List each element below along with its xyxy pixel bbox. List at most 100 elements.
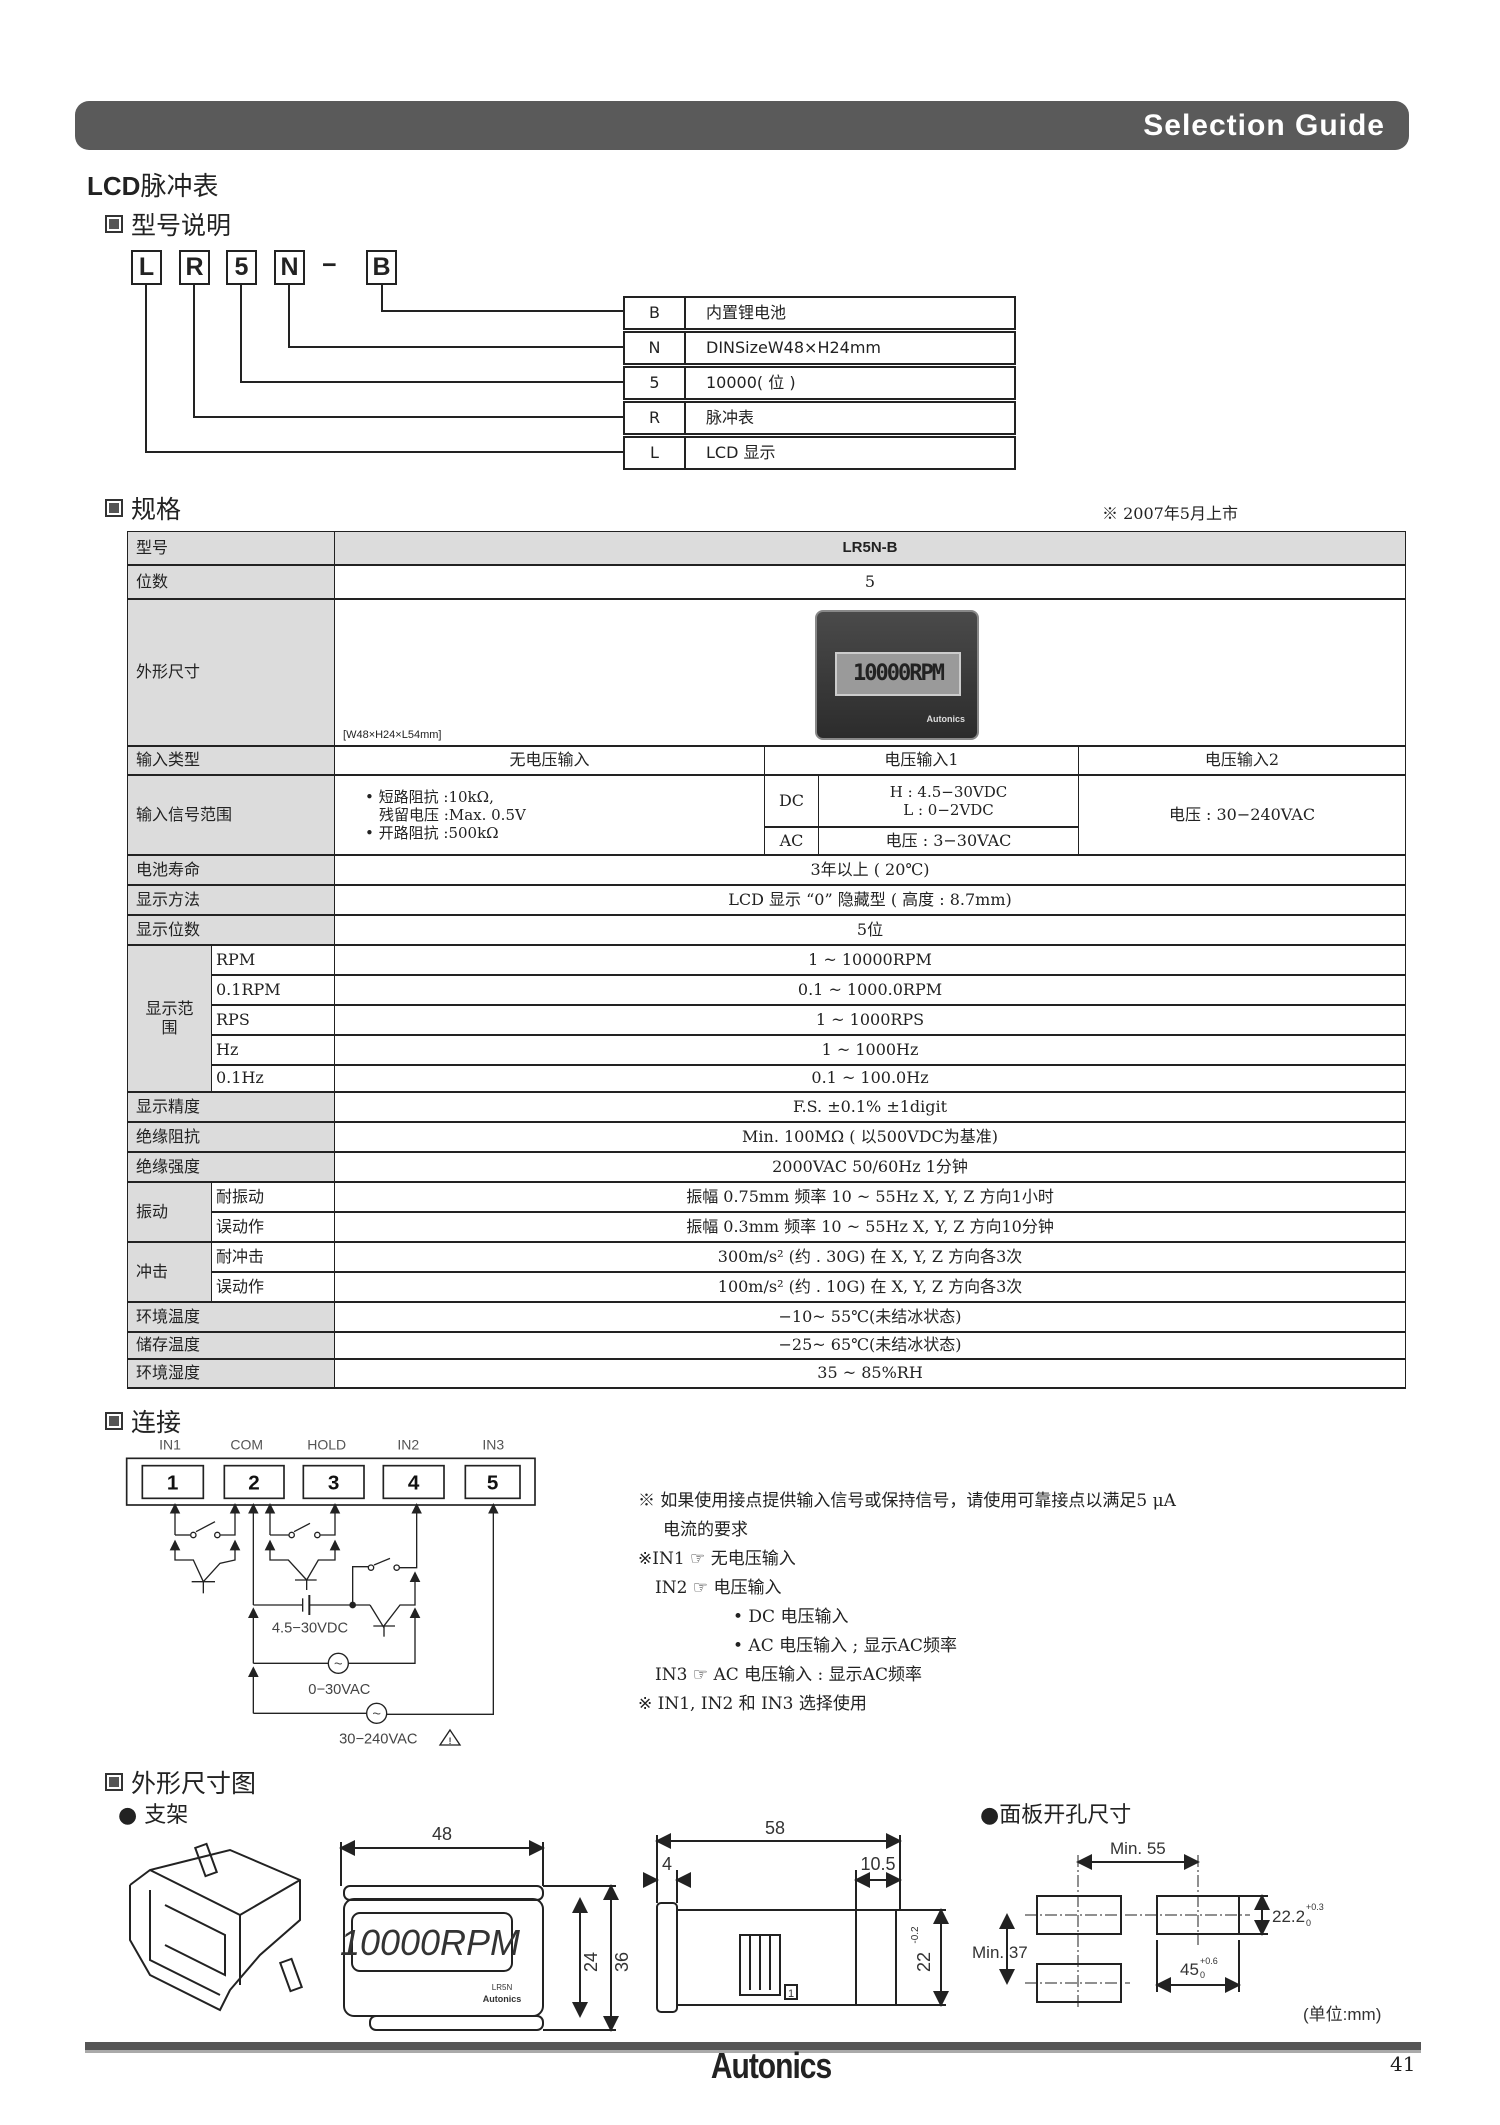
dim-cutout-height-tol-low: 0	[1306, 1918, 1311, 1928]
square-bullet-icon	[105, 1412, 123, 1430]
dim-min-vertical: Min. 37	[972, 1943, 1028, 1962]
ac-source-icon: ~	[372, 1706, 381, 1722]
legend-value: 内置锂电池	[706, 303, 787, 322]
terminal-label: IN3	[482, 1436, 504, 1452]
sub-label: 误动作	[210, 1211, 336, 1243]
ac-label: AC	[764, 826, 820, 856]
device-lcd: 10000RPM	[835, 651, 962, 696]
spec-line: • 短路阻抗 :10kΩ,	[365, 787, 494, 806]
device-photo: 10000RPM Autonics	[815, 609, 980, 740]
size-cell: 10000RPM Autonics [W48×H24×L54mm]	[334, 598, 1407, 747]
row-label: 振动	[127, 1181, 212, 1243]
row-label: 型号	[126, 531, 336, 566]
row-value: 1 ~ 10000RPM	[334, 944, 1407, 976]
row-value: 振幅 0.3mm 频率 10 ~ 55Hz X, Y, Z 方向10分钟	[334, 1211, 1407, 1243]
panel-cutout-drawing	[999, 1854, 1270, 2008]
dim-cutout-width: 45	[1180, 1960, 1199, 1979]
sub-label: 误动作	[210, 1271, 336, 1303]
dim-side-length: 58	[765, 1820, 785, 1838]
terminal-number: 4	[408, 1471, 420, 1494]
dim-cutout-height: 22.2	[1272, 1907, 1305, 1926]
dim-cutout-height-tol: +0.3	[1306, 1902, 1324, 1912]
dimensions-heading-text: 外形尺寸图	[131, 1769, 257, 1798]
spec-line: 残留电压 :Max. 0.5V	[379, 805, 526, 824]
note-line: ※ 如果使用接点提供输入信号或保持信号，请使用可靠接点以满足5 μA	[638, 1491, 1176, 1511]
release-note: ※ 2007年5月上市	[1102, 504, 1238, 523]
ac-source-icon: ~	[334, 1656, 343, 1672]
terminal-5	[464, 1464, 521, 1500]
page-title: LCD脉冲表	[87, 166, 218, 203]
col-header: 无电压输入	[334, 745, 766, 776]
spec-line: • 开路阻抗 :500kΩ	[365, 823, 499, 842]
row-value: 0.1 ~ 100.0Hz	[334, 1064, 1407, 1093]
device-brand: Autonics	[926, 713, 966, 724]
dc-label: DC	[764, 774, 820, 828]
connection-notes: ※ 如果使用接点提供输入信号或保持信号，请使用可靠接点以满足5 μA 电流的要求…	[638, 1487, 1176, 1719]
row-value: −10~ 55℃(未结冰状态)	[334, 1301, 1407, 1333]
row-label: 显示方法	[126, 884, 336, 916]
row-label: 冲击	[127, 1241, 212, 1303]
ac-high-label: 30−240VAC	[339, 1731, 418, 1747]
terminal-label: COM	[230, 1436, 263, 1452]
terminal-number: 1	[167, 1471, 178, 1494]
terminal-label: IN2	[397, 1436, 419, 1452]
dim-front-lcd-height: 24	[581, 1952, 601, 1972]
sub-label: RPS	[210, 1004, 336, 1036]
row-value: 振幅 0.75mm 频率 10 ~ 55Hz X, Y, Z 方向1小时	[334, 1181, 1407, 1213]
size-note: [W48×H24×L54mm]	[343, 728, 442, 741]
ac-low-label: 0−30VAC	[308, 1682, 370, 1698]
terminal-label: HOLD	[307, 1436, 346, 1452]
terminal-1	[141, 1464, 205, 1500]
row-value: 1 ~ 1000RPS	[334, 1004, 1407, 1036]
row-value: 2000VAC 50/60Hz 1分钟	[334, 1151, 1407, 1183]
sub-label: Hz	[210, 1034, 336, 1066]
row-value: Min. 100MΩ ( 以500VDC为基准)	[334, 1121, 1407, 1153]
row-label: 环境温度	[126, 1301, 336, 1333]
title-suffix: 脉冲表	[140, 172, 219, 202]
model-code-connector-lines	[145, 284, 623, 453]
row-value: 0.1 ~ 1000.0RPM	[334, 974, 1407, 1006]
warning-icon: !	[448, 1736, 451, 1746]
side-view-drawing	[643, 1833, 949, 2013]
row-label: 绝缘阻抗	[126, 1121, 336, 1153]
dim-side-tolerance: -0.2	[910, 1926, 921, 1944]
sub-label: RPM	[210, 944, 336, 976]
row-label: 环境湿度	[126, 1358, 336, 1389]
col-header: 电压输入1	[764, 745, 1080, 776]
legend-key: 5	[625, 368, 686, 398]
row-value: 3年以上 ( 20℃)	[334, 854, 1407, 886]
no-voltage-spec: • 短路阻抗 :10kΩ,残留电压 :Max. 0.5V• 开路阻抗 :500k…	[334, 774, 766, 856]
connection-heading-text: 连接	[131, 1408, 182, 1437]
note-line: IN2 ☞ 电压输入	[655, 1578, 782, 1598]
dim-front-width: 48	[432, 1824, 452, 1844]
row-label: 输入信号范围	[126, 774, 336, 856]
row-label: 显示精度	[126, 1091, 336, 1123]
row-value: 35 ~ 85%RH	[334, 1358, 1407, 1389]
spec-heading: 规格	[105, 490, 181, 526]
row-value: LCD 显示 “0” 隐藏型 ( 高度 : 8.7mm)	[334, 884, 1407, 916]
table-row: 误动作振幅 0.3mm 频率 10 ~ 55Hz X, Y, Z 方向10分钟	[128, 1211, 1407, 1243]
row-label: 电池寿命	[126, 854, 336, 886]
bracket-drawing	[129, 1842, 304, 2012]
cutout-label: ●面板开孔尺寸	[980, 1803, 1132, 1828]
legend-key: N	[625, 333, 686, 363]
spec-line: L : 0−2VDC	[903, 800, 994, 819]
